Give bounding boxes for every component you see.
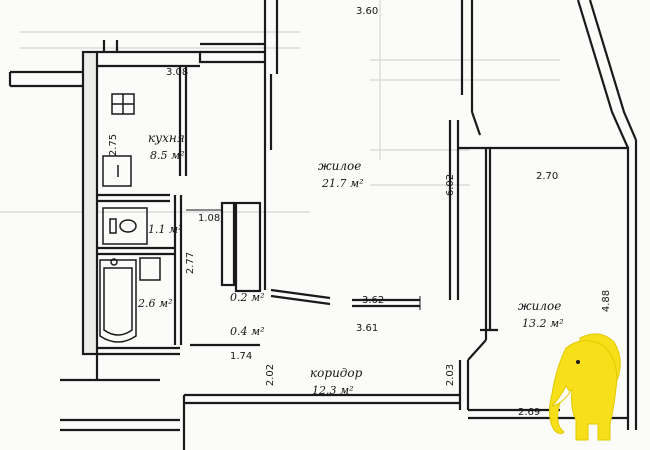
dim-kitchen-side: 2.75 — [108, 133, 120, 157]
living-right-area: 13.2 м² — [522, 317, 564, 330]
living-main-area: 21.7 м² — [322, 177, 364, 190]
dim-partition-top: 3.62 — [362, 295, 385, 306]
dim-corridor-left: 2.02 — [265, 363, 277, 387]
fixtures — [99, 93, 161, 343]
dim-right-room-side: 4.88 — [601, 289, 613, 313]
dim-corridor-right: 2.03 — [445, 363, 457, 387]
ghost-table-lines — [0, 0, 560, 213]
dimension-lines — [186, 209, 421, 310]
kitchen-name: кухня — [148, 131, 185, 145]
corridor-area: 12.3 м² — [312, 384, 354, 397]
bathroom-area: 2.6 м² — [138, 297, 173, 310]
washbasin-icon — [139, 257, 161, 281]
dim-right-room-bottom: 2.69 — [518, 407, 541, 418]
dim-hall-small: 1.08 — [198, 213, 221, 224]
dim-top-living: 3.60 — [356, 6, 379, 17]
corridor-name: коридор — [310, 366, 363, 380]
living-main-name: жилое — [318, 159, 362, 173]
dim-living-right-wall: 6.02 — [445, 173, 457, 197]
dim-corridor-small: 1.74 — [230, 351, 253, 362]
bathtub-icon — [99, 259, 137, 343]
closet-b-area: 0.4 м² — [230, 325, 265, 338]
toilet-icon — [119, 219, 137, 233]
elephant-logo-icon — [548, 333, 621, 441]
dim-bath-side: 2.77 — [185, 251, 197, 275]
closet-a-area: 0.2 м² — [230, 291, 265, 304]
living-right-name: жилое — [518, 299, 562, 313]
toilet-area: 1.1 м² — [148, 223, 183, 236]
dim-partition-bottom: 3.61 — [356, 323, 379, 334]
kitchen-area: 8.5 м² — [150, 149, 185, 162]
dim-right-room-top: 2.70 — [536, 171, 559, 182]
dim-kitchen-top: 3.08 — [166, 67, 189, 78]
kitchen-sink-icon — [102, 155, 132, 187]
toilet-room-icon — [102, 207, 148, 245]
